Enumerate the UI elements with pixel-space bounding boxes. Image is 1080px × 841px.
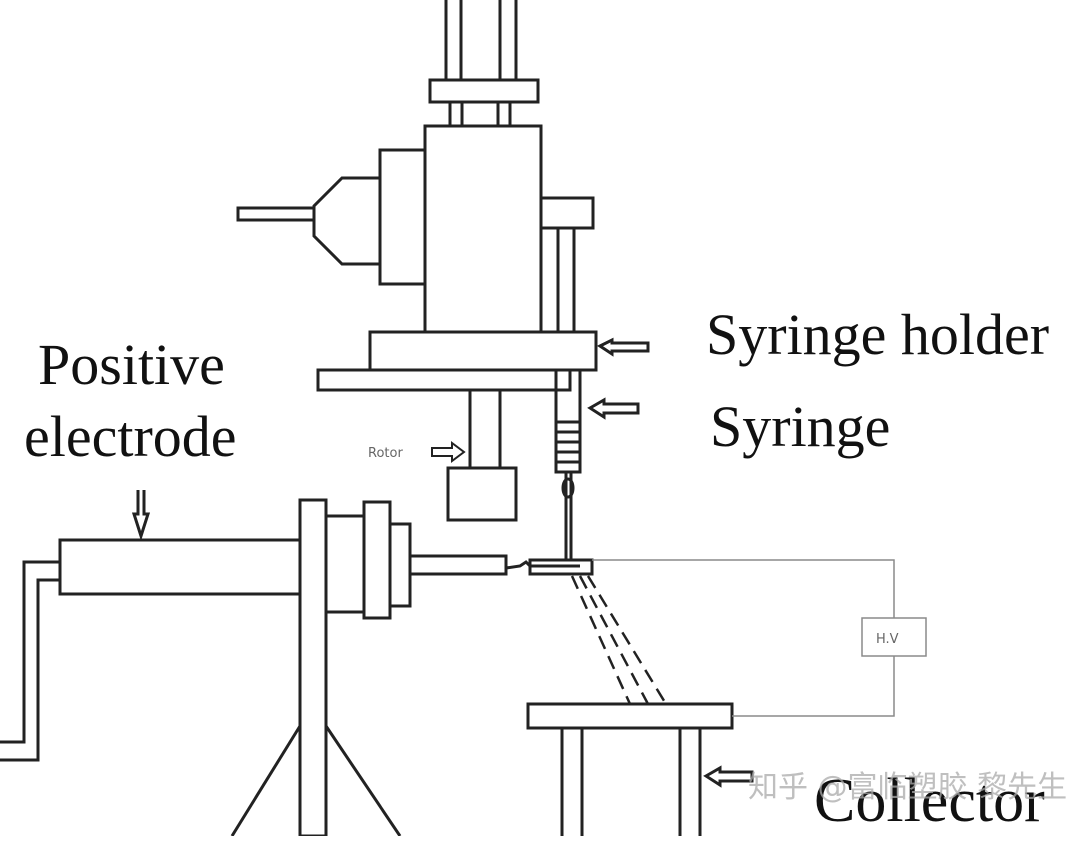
hv-circuit [592, 559, 927, 717]
electrode-label: electrode [24, 404, 237, 469]
rotor-assembly [446, 390, 518, 522]
pump-housing [236, 124, 595, 334]
arrow-to-collector [703, 765, 754, 788]
collector [526, 702, 734, 836]
syringe-holder-label: Syringe holder [706, 302, 1050, 367]
positive-label: Positive [38, 332, 225, 397]
syringe-holder-block [368, 330, 598, 372]
arrow-to-syringe [587, 397, 640, 420]
electrode-arm [0, 498, 594, 838]
base-plate [316, 368, 572, 392]
rotor-label: Rotor [368, 446, 403, 461]
arrow-to-holder [597, 337, 650, 357]
stand-legs [230, 725, 402, 837]
syringe-label: Syringe [710, 394, 891, 459]
top-rods [428, 0, 540, 126]
arrow-to-electrode [131, 490, 151, 541]
arrow-to-rotor [431, 441, 466, 463]
watermark: 知乎 @富临塑胶 黎先生 [748, 770, 1068, 805]
fiber-jet [570, 575, 668, 705]
collector-label: Collector [814, 767, 1045, 835]
syringe [554, 368, 582, 560]
hv-label: H.V [876, 632, 899, 647]
